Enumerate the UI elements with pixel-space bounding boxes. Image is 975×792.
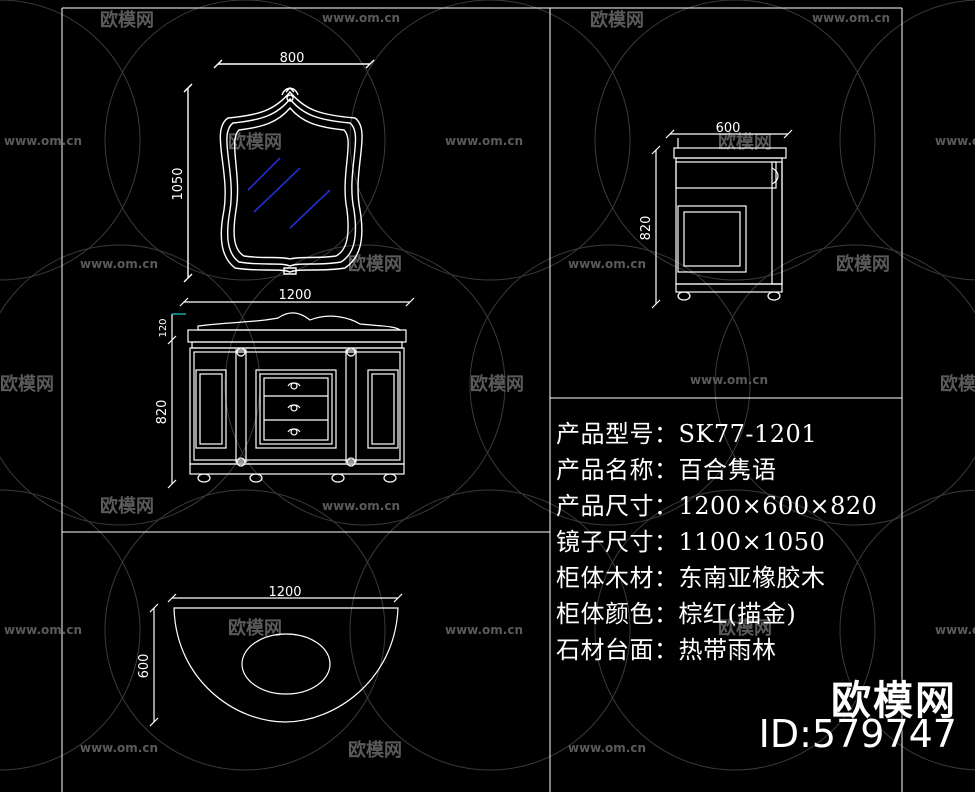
watermark-logos: 欧模网 欧模网 欧模网 欧模网 欧模网 欧模网 欧模网 欧模网 欧模网 欧模网 … [0, 9, 975, 761]
watermark-url: www.om.cn [690, 373, 768, 387]
watermark-logo: 欧模网 [228, 617, 282, 639]
plan-width-dimension: 1200 [268, 585, 301, 600]
spec-label: 产品名称： [556, 456, 679, 484]
side-view [651, 129, 793, 309]
spec-label: 石材台面： [556, 636, 679, 664]
watermark-logo: 欧模网 [470, 373, 524, 395]
brand-id: ID:579747 [758, 712, 957, 756]
watermark-url: www.om.cn [80, 257, 158, 271]
watermark-logo: 欧模网 [940, 373, 975, 395]
spec-label: 产品型号： [556, 420, 679, 448]
spec-label: 柜体颜色： [556, 600, 679, 628]
spec-mirror-size-row: 镜子尺寸：1100×1050 [556, 522, 825, 557]
spec-value: 东南亚橡胶木 [678, 564, 826, 592]
watermark-url: www.om.cn [80, 741, 158, 755]
side-height-dimension: 820 [639, 216, 654, 241]
plan-depth-dimension: 600 [137, 654, 152, 679]
spec-value: 百合隽语 [678, 456, 777, 484]
watermark-logo: 欧模网 [100, 495, 154, 517]
spec-label: 镜子尺寸： [556, 528, 679, 556]
frame-lines [61, 7, 903, 792]
spec-value: 热带雨林 [678, 636, 777, 664]
watermark-logo: 欧模网 [718, 617, 772, 639]
cabinet-elevation [167, 297, 415, 489]
spec-value: 棕红(描金) [678, 600, 797, 628]
spec-label: 柜体木材： [556, 564, 679, 592]
spec-value: SK77-1201 [678, 420, 818, 448]
spec-model-row: 产品型号：SK77-1201 [556, 414, 817, 449]
watermark-logo: 欧模网 [590, 9, 644, 31]
cabinet-height-dimension: 820 [155, 400, 170, 425]
watermark-logo: 欧模网 [228, 131, 282, 153]
watermark-url: www.om.cn [445, 623, 523, 637]
mirror-width-dimension: 800 [280, 51, 305, 66]
watermark-pattern [0, 0, 975, 771]
watermark-url: www.om.cn [935, 623, 975, 637]
spec-label: 产品尺寸： [556, 492, 679, 520]
cabinet-width-dimension: 1200 [278, 288, 311, 303]
spec-name-row: 产品名称：百合隽语 [556, 450, 777, 485]
watermark-url: www.om.cn [935, 134, 975, 148]
mirror-elevation [183, 59, 375, 283]
watermark-url: www.om.cn [445, 134, 523, 148]
watermark-logo: 欧模网 [0, 373, 54, 395]
spec-wood-row: 柜体木材：东南亚橡胶木 [556, 558, 826, 593]
watermark-logo: 欧模网 [348, 253, 402, 275]
watermark-logo: 欧模网 [100, 9, 154, 31]
brand-logo: 欧模网 [831, 678, 957, 724]
spec-value: 1200×600×820 [678, 492, 878, 520]
watermark-url: www.om.cn [568, 257, 646, 271]
watermark-texts: www.om.cn www.om.cn www.om.cn www.om.cn … [4, 11, 975, 755]
cabinet-top-dimension: 120 [158, 318, 169, 337]
watermark-logo: 欧模网 [836, 253, 890, 275]
spec-value: 1100×1050 [678, 528, 826, 556]
watermark-url: www.om.cn [322, 499, 400, 513]
watermark-url: www.om.cn [568, 741, 646, 755]
spec-size-row: 产品尺寸：1200×600×820 [556, 486, 877, 521]
side-depth-dimension: 600 [716, 121, 741, 136]
watermark-url: www.om.cn [4, 623, 82, 637]
mirror-height-dimension: 1050 [171, 167, 186, 200]
watermark-url: www.om.cn [4, 134, 82, 148]
spec-color-row: 柜体颜色：棕红(描金) [556, 594, 796, 629]
spec-stone-row: 石材台面：热带雨林 [556, 630, 777, 665]
watermark-url: www.om.cn [322, 11, 400, 25]
watermark-logo: 欧模网 [348, 739, 402, 761]
plan-view [149, 593, 403, 727]
watermark-url: www.om.cn [812, 11, 890, 25]
